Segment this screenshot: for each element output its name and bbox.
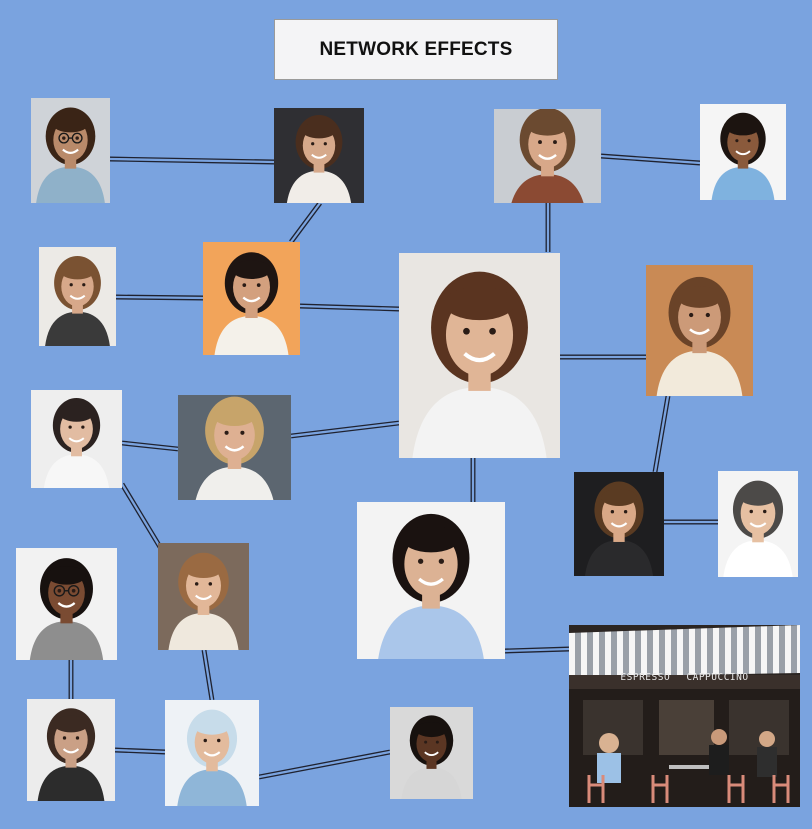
connector-line [259, 753, 391, 780]
page-title: NETWORK EFFECTS [274, 19, 558, 80]
connector-line [656, 396, 671, 473]
person-photo [700, 104, 786, 200]
portrait-graphic [718, 471, 798, 577]
connector-line [258, 749, 390, 776]
connector-line [291, 203, 322, 244]
portrait-graphic [165, 700, 259, 806]
portrait-graphic [31, 390, 122, 488]
connector-line [122, 440, 179, 448]
connector-line [505, 650, 570, 654]
connector-line [201, 650, 211, 701]
person-photo [574, 472, 664, 576]
connector-line [122, 482, 163, 547]
connector-line [116, 294, 204, 297]
connector-line [114, 751, 165, 755]
portrait-graphic [27, 699, 115, 801]
person-photo [31, 98, 110, 203]
portrait-graphic [574, 472, 664, 576]
connector-line [299, 307, 399, 312]
connector-line [289, 201, 320, 242]
person-photo [158, 543, 249, 650]
person-photo [494, 109, 601, 203]
portrait-graphic [178, 395, 291, 500]
portrait-graphic [203, 242, 300, 355]
connector-line [504, 646, 569, 650]
person-photo [203, 242, 300, 355]
person-photo [274, 108, 364, 203]
person-photo [31, 390, 122, 488]
connector-line [121, 444, 178, 452]
person-photo [39, 247, 116, 346]
connector-line [291, 424, 400, 439]
portrait-graphic [31, 98, 110, 203]
person-photo [357, 502, 505, 659]
portrait-graphic [39, 247, 116, 346]
connector-line [110, 156, 275, 161]
portrait-graphic [357, 502, 505, 659]
connector-line [205, 649, 215, 700]
person-photo [646, 265, 753, 396]
person-photo [16, 548, 117, 660]
portrait-graphic [16, 548, 117, 660]
portrait-graphic [158, 543, 249, 650]
portrait-graphic [646, 265, 753, 396]
connector-line [600, 157, 700, 166]
connector-line [119, 484, 160, 549]
cafe-photo: ESPRESSO CAPPUCCINO [569, 625, 800, 807]
cafe-sign-text: ESPRESSO CAPPUCCINO [620, 672, 749, 683]
connector-line [109, 160, 274, 165]
portrait-graphic [494, 109, 601, 203]
portrait-graphic [399, 253, 560, 458]
portrait-graphic [274, 108, 364, 203]
connector-line [652, 395, 667, 472]
person-photo [27, 699, 115, 801]
portrait-graphic [700, 104, 786, 200]
person-photo [399, 253, 560, 458]
person-photo [178, 395, 291, 500]
person-photo [390, 707, 473, 799]
person-photo [718, 471, 798, 577]
connector-line [290, 420, 399, 435]
connector-line [601, 153, 701, 162]
connector-line [115, 747, 166, 751]
connector-line [115, 298, 203, 301]
connector-line [300, 303, 400, 308]
portrait-graphic [390, 707, 473, 799]
person-photo [165, 700, 259, 806]
